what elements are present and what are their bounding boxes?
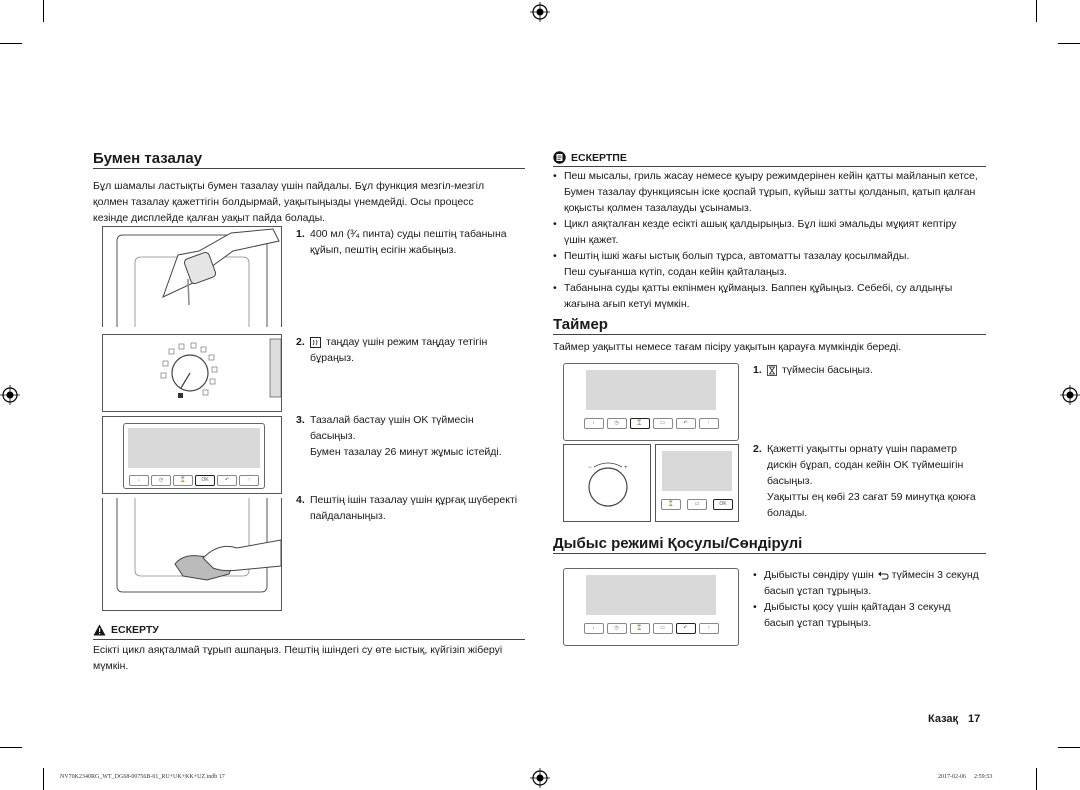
panel-button: ⌛ [173, 474, 193, 486]
registration-mark-icon [530, 768, 550, 788]
panel-buttons: ↓ ◷ ⌛ ▭ ↶ ↑ [582, 621, 720, 635]
panel-button: ◷ [151, 474, 171, 486]
ok-button: OK [713, 498, 733, 510]
note-item: Пештің ішкі жағы ыстық болып тұрса, авто… [553, 248, 993, 280]
oven-floor-illustration [116, 498, 282, 593]
panel-button: ↑ [698, 417, 719, 429]
control-panel-illustration: ↓ ◷ ⌛ OK ↶ ↑ [102, 416, 282, 494]
page-footer: Казақ 17 [928, 713, 980, 725]
timer-intro: Таймер уақытты немесе тағам пісіру уақыт… [553, 341, 902, 353]
timer-step-1: 1. түймесін басыңыз. [753, 364, 873, 376]
panel-button: ⌛ [661, 498, 681, 510]
crop-mark [0, 747, 22, 748]
timer-step-2: 2. Қажетті уақытты орнату үшін параметр … [753, 443, 976, 519]
oven-pour-water-illustration [102, 226, 282, 327]
panel-button: ▭ [652, 622, 673, 634]
panel-button: ↶ [217, 474, 237, 486]
back-arrow-icon [877, 571, 889, 580]
display-panel: ↓ ◷ ⌛ OK ↶ ↑ [123, 423, 265, 489]
panel-button: ◷ [606, 622, 627, 634]
caution-divider [93, 639, 525, 640]
registration-mark-icon [0, 385, 20, 405]
registration-mark-icon [530, 2, 550, 22]
crop-mark [1036, 768, 1037, 790]
display-screen [586, 370, 716, 410]
back-sound-button: ↶ [675, 622, 696, 634]
panel-button: ⌛ [629, 622, 650, 634]
sound-item: Дыбысты сөндіру үшін түймесін 3 секунд б… [753, 567, 993, 599]
caution-heading: ЕСКЕРТУ [93, 624, 159, 636]
oven-interior-illustration [116, 228, 280, 327]
section-divider [553, 553, 986, 554]
timer-title: Таймер [553, 316, 608, 333]
panel-button: ↶ [675, 417, 696, 429]
svg-text:−: − [588, 465, 592, 471]
display-screen [128, 428, 260, 468]
crop-mark [43, 0, 44, 22]
timer-panel-illustration: ↓ ◷ ⌛ ▭ ↶ ↑ [563, 363, 739, 441]
panel-button: ↓ [583, 417, 604, 429]
steam-step-2: 2. таңдау үшін режим таңдау тетігін бұра… [296, 336, 488, 364]
crop-mark [1036, 0, 1037, 22]
panel-buttons: ↓ ◷ ⌛ OK ↶ ↑ [128, 474, 260, 486]
oven-wipe-illustration [102, 498, 282, 611]
note-item: Пеш мысалы, гриль жасау немесе қуыру реж… [553, 168, 993, 216]
crop-mark [1058, 43, 1080, 44]
note-icon [553, 151, 566, 164]
ok-button: OK [195, 474, 215, 486]
panel-buttons: ⌛ ▭ OK [658, 497, 736, 511]
panel-button: ▭ [652, 417, 673, 429]
panel-button: ↑ [239, 474, 259, 486]
print-file-info: NV70K2340RG_WT_DG68-00756B-01_RU+UK+KK+U… [60, 774, 225, 780]
sound-item: Дыбысты қосу үшін қайтадан 3 секунд басы… [753, 599, 993, 631]
note-item: Табанына суды қатты екпінмен құймаңыз. Б… [553, 280, 993, 312]
steam-step-3: 3. Тазалай бастау үшін OK түймесін басың… [296, 414, 502, 458]
panel-button: ▭ [687, 498, 707, 510]
note-item: Цикл аяқталған кезде есікті ашық қалдыры… [553, 216, 993, 248]
panel-button: ◷ [606, 417, 627, 429]
crop-mark [43, 768, 44, 790]
panel-button: ↓ [583, 622, 604, 634]
footer-language: Казақ [928, 713, 959, 725]
panel-buttons: ↓ ◷ ⌛ ▭ ↶ ↑ [582, 416, 720, 430]
steam-clean-intro: Бұл шамалы ластықты бумен тазалау үшін п… [93, 180, 485, 224]
timer-button: ⌛ [629, 417, 650, 429]
steam-step-4: 4. Пештің ішін тазалау үшін құрғақ шүбер… [296, 494, 518, 522]
section-divider [553, 334, 986, 335]
page-number: 17 [968, 713, 981, 725]
ok-panel-illustration: ⌛ ▭ OK [655, 444, 739, 522]
warning-triangle-icon [93, 624, 106, 636]
note-heading: ЕСКЕРТПЕ [553, 151, 627, 164]
panel-button: ↓ [129, 474, 149, 486]
sound-mode-title: Дыбыс режимі Қосулы/Сөндірулі [553, 535, 803, 552]
section-divider [93, 168, 525, 169]
hourglass-icon [767, 364, 777, 376]
mode-selector-knob-icon [160, 338, 282, 398]
sound-list: Дыбысты сөндіру үшін түймесін 3 секунд б… [753, 567, 993, 631]
crop-mark [1058, 747, 1080, 748]
mode-knob-illustration [102, 334, 282, 412]
display-screen [586, 575, 716, 615]
display-screen [662, 451, 732, 491]
steam-clean-mode-icon [310, 336, 321, 348]
caution-text: Есікті цикл аяқталмай тұрып ашпаңыз. Пеш… [93, 644, 503, 672]
parameter-dial-icon: − + [588, 462, 628, 507]
registration-mark-icon [1060, 385, 1080, 405]
svg-text:+: + [624, 465, 628, 471]
steam-step-1: 1. 400 мл (³⁄₄ пинта) суды пештің табаны… [296, 228, 507, 256]
parameter-dial-illustration: − + [563, 444, 651, 522]
print-date: 2017-02-06 2:59:53 [938, 774, 993, 780]
sound-panel-illustration: ↓ ◷ ⌛ ▭ ↶ ↑ [563, 568, 739, 646]
note-list: Пеш мысалы, гриль жасау немесе қуыру реж… [553, 168, 993, 312]
steam-clean-title: Бумен тазалау [93, 150, 203, 167]
panel-button: ↑ [698, 622, 719, 634]
crop-mark [0, 43, 22, 44]
note-divider [553, 166, 986, 167]
